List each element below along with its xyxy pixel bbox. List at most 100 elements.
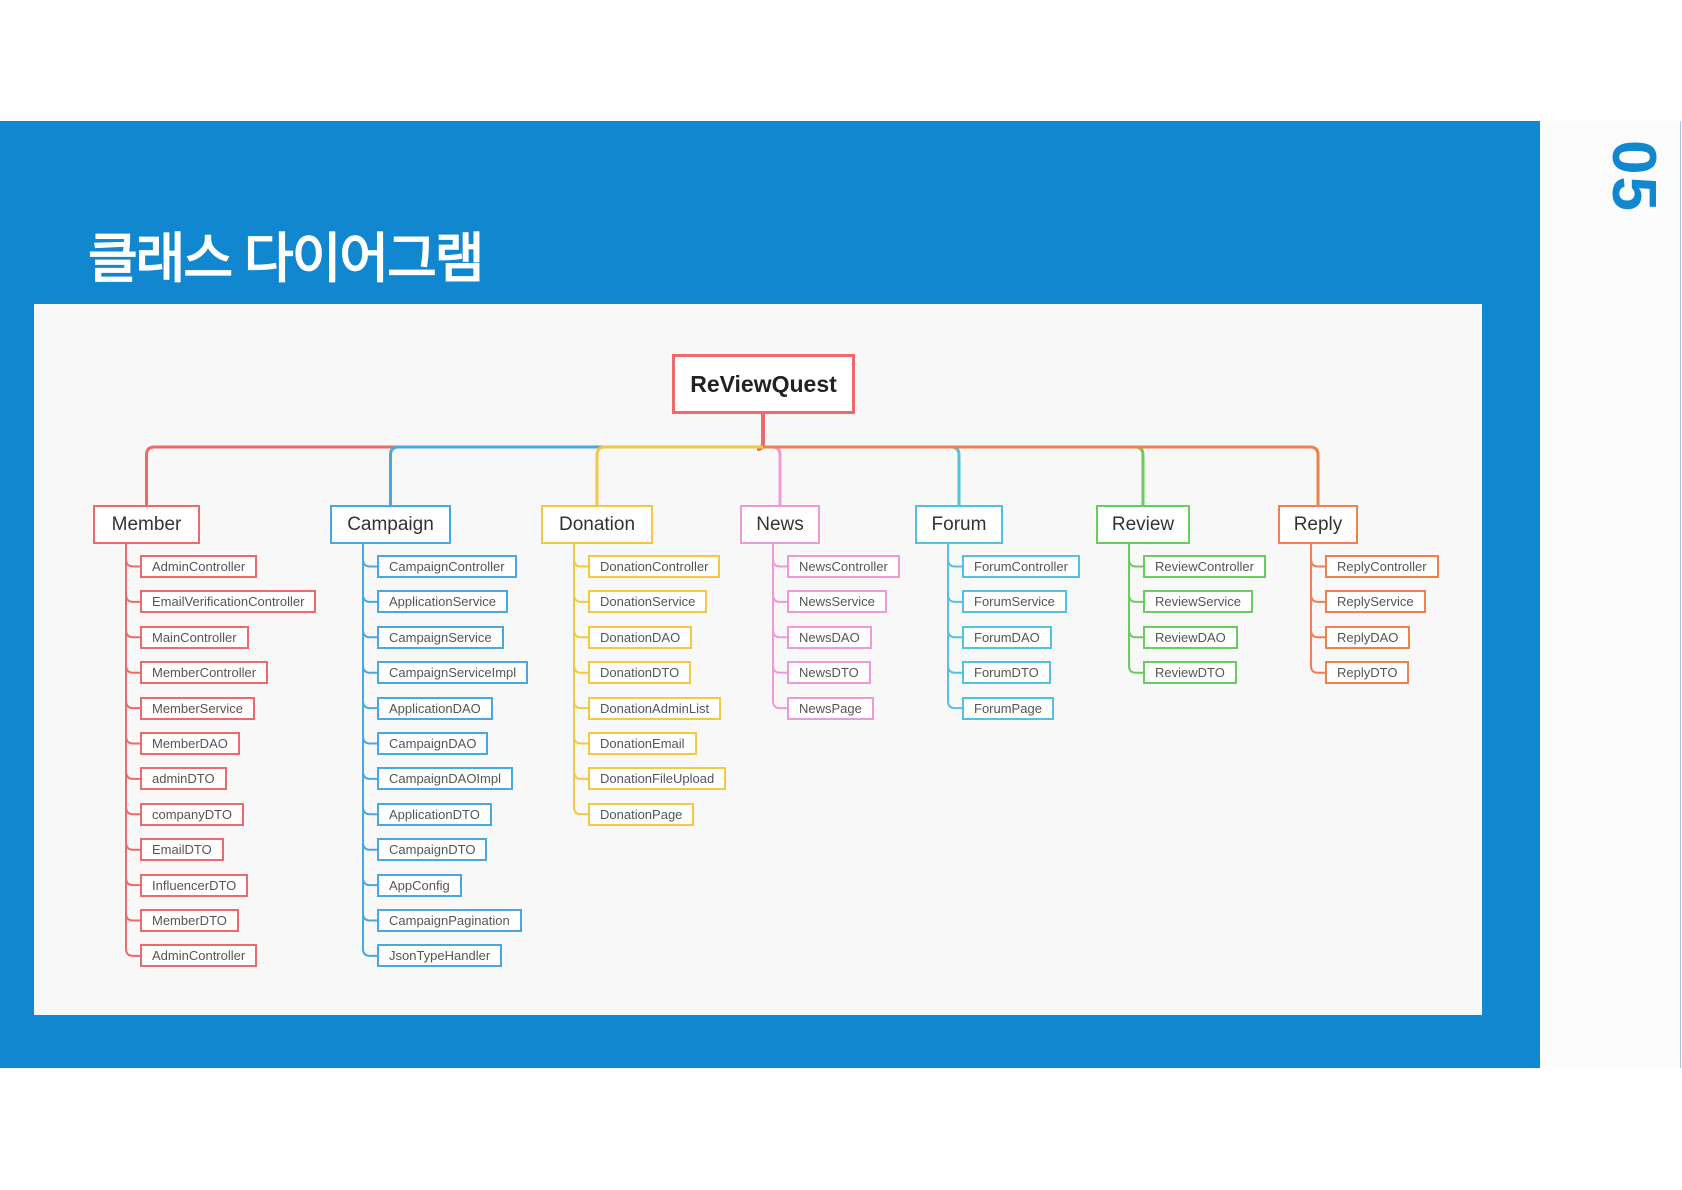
class-node: NewsController: [787, 555, 900, 578]
trunk-line: [1310, 544, 1325, 674]
diagram-panel: [34, 304, 1482, 1015]
class-node: ApplicationDAO: [377, 696, 493, 720]
category-connector: [389, 445, 763, 505]
branch-line: [1310, 558, 1325, 568]
branch-line: [573, 735, 588, 745]
class-node: InfluencerDTO: [140, 873, 249, 897]
class-node: ReviewDTO: [1143, 661, 1237, 685]
branch-line: [947, 629, 962, 639]
branch-line: [772, 558, 787, 568]
class-node: ReviewDAO: [1143, 625, 1238, 649]
class-node: NewsPage: [787, 696, 874, 720]
class-node: DonationFileUpload: [588, 767, 727, 791]
branch-line: [1128, 629, 1143, 639]
class-node: MemberService: [140, 696, 256, 720]
class-node: MainController: [140, 625, 249, 649]
branch-line: [573, 594, 588, 603]
category-connector: [763, 445, 1320, 505]
category-connector: [145, 445, 763, 505]
branch-line: [1310, 594, 1325, 603]
branch-line: [125, 735, 140, 745]
class-node: ReviewController: [1143, 555, 1266, 578]
category-connector: [763, 445, 1145, 505]
branch-line: [362, 842, 377, 851]
class-node: EmailVerificationController: [140, 590, 317, 614]
class-node: ReplyController: [1325, 555, 1439, 578]
branch-line: [125, 558, 140, 568]
branch-line: [362, 700, 377, 710]
class-node: AdminController: [140, 944, 258, 968]
trunk-line: [362, 544, 377, 957]
branch-line: [362, 594, 377, 603]
branch-line: [947, 594, 962, 603]
branch-line: [1128, 558, 1143, 568]
category-node-donation: Donation: [541, 505, 653, 544]
class-node: AppConfig: [377, 873, 462, 897]
class-node: ReplyDTO: [1325, 661, 1410, 685]
class-node: NewsDAO: [787, 625, 872, 649]
class-node: DonationEmail: [588, 732, 697, 755]
class-node: DonationDAO: [588, 625, 693, 649]
category-connector: [763, 445, 961, 505]
class-node: JsonTypeHandler: [377, 944, 503, 968]
branch-line: [362, 912, 377, 922]
class-node: CampaignServiceImpl: [377, 661, 529, 685]
category-node-news: News: [740, 505, 820, 544]
category-node-review: Review: [1096, 505, 1190, 544]
side-tab: [1540, 121, 1681, 1068]
branch-line: [125, 700, 140, 710]
class-node: DonationAdminList: [588, 696, 722, 720]
branch-line: [573, 665, 588, 674]
branch-line: [125, 771, 140, 780]
trunk-line: [947, 544, 962, 710]
branch-line: [362, 629, 377, 639]
class-node: CampaignDTO: [377, 838, 488, 862]
class-node: ReplyService: [1325, 590, 1426, 614]
class-node: CampaignDAOImpl: [377, 767, 513, 791]
class-node: ForumDTO: [962, 661, 1051, 685]
branch-line: [362, 735, 377, 745]
branch-line: [125, 806, 140, 816]
class-node: ForumPage: [962, 696, 1054, 720]
root-connector: [756, 414, 765, 451]
branch-line: [125, 842, 140, 851]
class-node: ForumDAO: [962, 625, 1052, 649]
branch-line: [125, 665, 140, 674]
category-node-member: Member: [93, 505, 200, 544]
class-node: adminDTO: [140, 767, 227, 791]
class-node: CampaignDAO: [377, 732, 489, 755]
category-node-forum: Forum: [915, 505, 1003, 544]
branch-line: [573, 629, 588, 639]
branch-line: [125, 877, 140, 887]
branch-line: [362, 558, 377, 568]
trunk-line: [772, 544, 787, 710]
class-node: MemberController: [140, 661, 269, 685]
class-node: ApplicationService: [377, 590, 508, 614]
class-node: ForumController: [962, 555, 1080, 578]
branch-line: [573, 771, 588, 780]
class-node: DonationDTO: [588, 661, 692, 685]
class-node: companyDTO: [140, 802, 244, 826]
branch-line: [772, 594, 787, 603]
branch-line: [947, 558, 962, 568]
slide-title: 클래스 다이어그램: [88, 229, 484, 289]
class-node: DonationController: [588, 555, 721, 578]
class-node: ApplicationDTO: [377, 802, 492, 826]
branch-line: [573, 700, 588, 710]
class-node: CampaignService: [377, 625, 504, 649]
class-node: EmailDTO: [140, 838, 224, 862]
branch-line: [362, 665, 377, 674]
branch-line: [772, 629, 787, 639]
class-node: ReplyDAO: [1325, 625, 1411, 649]
branch-line: [125, 912, 140, 922]
branch-line: [1310, 629, 1325, 639]
class-node: CampaignController: [377, 555, 517, 578]
branch-line: [362, 877, 377, 887]
class-node: AdminController: [140, 555, 258, 578]
class-node: ReviewService: [1143, 590, 1253, 614]
branch-line: [573, 558, 588, 568]
class-node: CampaignPagination: [377, 909, 522, 932]
branch-line: [362, 806, 377, 816]
